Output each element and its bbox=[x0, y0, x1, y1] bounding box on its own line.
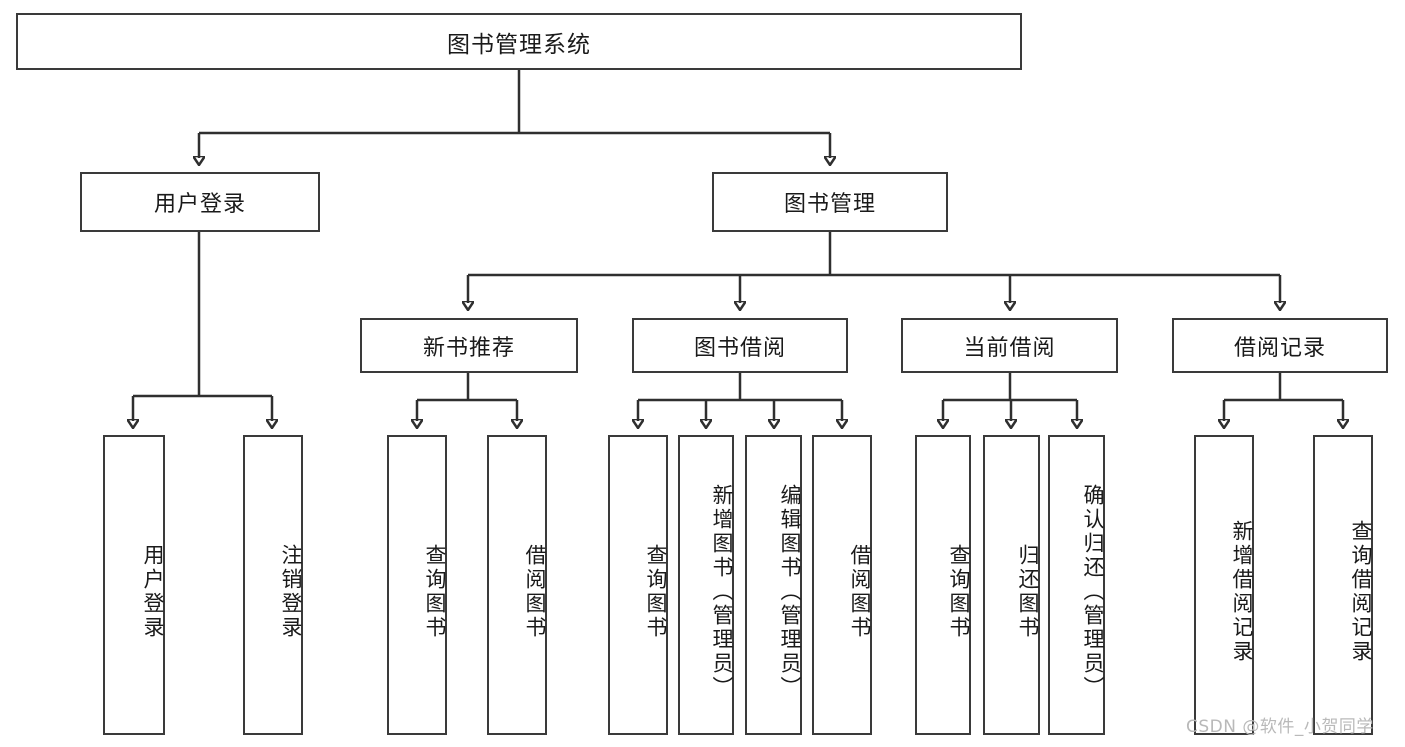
node-user-login[interactable]: 用户登录 bbox=[80, 172, 320, 232]
node-current-borrow[interactable]: 当前借阅 bbox=[901, 318, 1118, 373]
leaf-add-book-admin[interactable]: 新增图书（管理员） bbox=[678, 435, 734, 735]
node-root-book-management-system[interactable]: 图书管理系统 bbox=[16, 13, 1022, 70]
leaf-query-book-recommend[interactable]: 查询图书 bbox=[387, 435, 447, 735]
leaf-logout-login[interactable]: 注销登录 bbox=[243, 435, 303, 735]
leaf-query-borrow-record[interactable]: 查询借阅记录 bbox=[1313, 435, 1373, 735]
leaf-confirm-return-admin[interactable]: 确认归还（管理员） bbox=[1048, 435, 1105, 735]
node-new-book-recommend[interactable]: 新书推荐 bbox=[360, 318, 578, 373]
node-book-borrow[interactable]: 图书借阅 bbox=[632, 318, 848, 373]
leaf-user-login[interactable]: 用户登录 bbox=[103, 435, 165, 735]
leaf-query-book-borrow[interactable]: 查询图书 bbox=[608, 435, 668, 735]
leaf-return-book[interactable]: 归还图书 bbox=[983, 435, 1040, 735]
leaf-borrow-book-recommend[interactable]: 借阅图书 bbox=[487, 435, 547, 735]
node-book-management[interactable]: 图书管理 bbox=[712, 172, 948, 232]
leaf-edit-book-admin[interactable]: 编辑图书（管理员） bbox=[745, 435, 802, 735]
node-borrow-record[interactable]: 借阅记录 bbox=[1172, 318, 1388, 373]
leaf-query-book-current[interactable]: 查询图书 bbox=[915, 435, 971, 735]
leaf-borrow-book[interactable]: 借阅图书 bbox=[812, 435, 872, 735]
leaf-add-borrow-record[interactable]: 新增借阅记录 bbox=[1194, 435, 1254, 735]
watermark-text: CSDN @软件_小贺同学 bbox=[1186, 717, 1374, 737]
